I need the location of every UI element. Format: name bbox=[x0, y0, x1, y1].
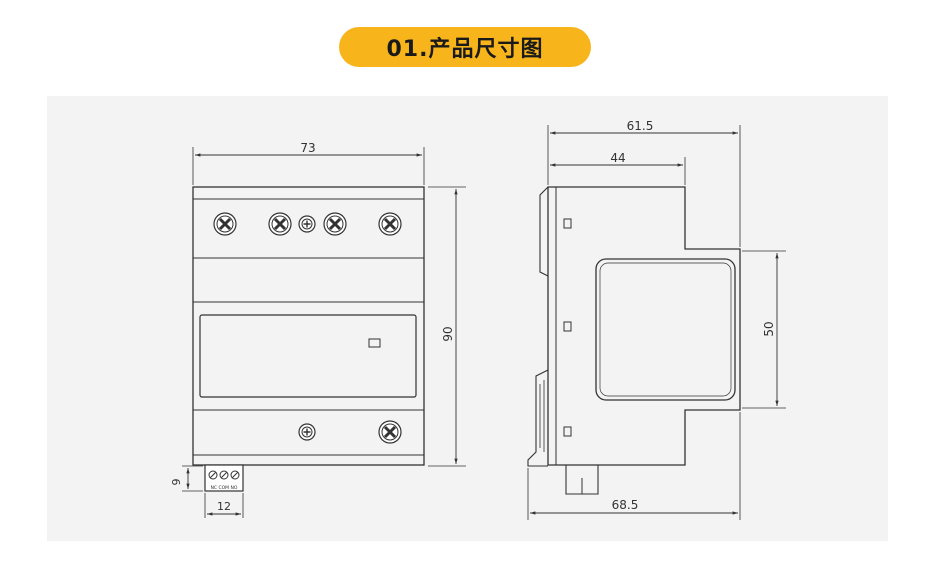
side-housing bbox=[547, 186, 741, 466]
front-view: NC COM NO 73 90 9 12 bbox=[170, 141, 466, 518]
dim-front-width: 73 bbox=[300, 141, 315, 155]
side-front-cover bbox=[595, 258, 736, 401]
terminal-screw-icon bbox=[377, 419, 403, 445]
terminal-marking: NC COM NO bbox=[211, 485, 238, 491]
signal-terminal-block: NC COM NO bbox=[204, 464, 244, 492]
front-label-window bbox=[199, 314, 417, 398]
terminal-screw-icon bbox=[322, 211, 348, 237]
dim-side-top-width: 61.5 bbox=[627, 119, 654, 133]
terminal-screw-icon bbox=[267, 211, 293, 237]
drawing-panel bbox=[47, 96, 888, 541]
dim-terminal-height: 9 bbox=[170, 479, 183, 486]
indicator-led bbox=[368, 338, 381, 348]
terminal-screw-icon bbox=[212, 211, 238, 237]
side-view: 61.5 44 68.5 50 bbox=[527, 119, 786, 520]
dim-side-upper-width: 44 bbox=[610, 151, 625, 165]
dim-window-height: 50 bbox=[762, 321, 776, 336]
page-title-text: 01.产品尺寸图 bbox=[386, 37, 544, 62]
small-screw-icon bbox=[298, 215, 316, 233]
dim-front-height: 90 bbox=[441, 326, 455, 341]
dim-side-bottom-width: 68.5 bbox=[612, 498, 639, 512]
dim-terminal-width: 12 bbox=[217, 500, 231, 513]
page-title: 01.产品尺寸图 bbox=[339, 27, 591, 67]
terminal-screw-icon bbox=[377, 211, 403, 237]
small-screw-icon bbox=[298, 423, 316, 441]
